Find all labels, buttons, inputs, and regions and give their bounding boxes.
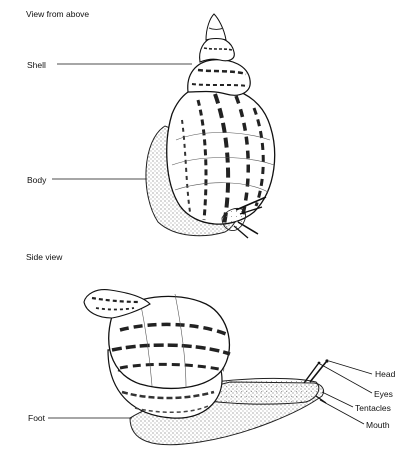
top-shell-whorl-3: [188, 60, 250, 96]
side-view-snail: [84, 290, 329, 445]
top-shell-apex: [206, 14, 226, 40]
top-shell-body-whorl: [167, 87, 275, 224]
eyes-leader-line: [320, 364, 372, 393]
top-view-snail: [146, 14, 275, 238]
mouth-leader-line: [320, 400, 364, 424]
head-leader-line: [329, 361, 372, 374]
tentacles-leader-line: [322, 392, 353, 407]
